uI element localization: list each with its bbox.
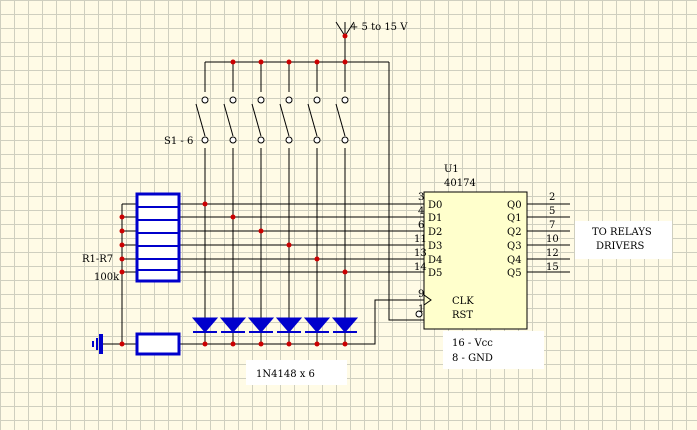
output-name: Q1 — [507, 213, 522, 224]
output-name: Q2 — [507, 227, 522, 238]
switch-column-wires — [204, 148, 346, 344]
input-pin: 14 — [414, 262, 427, 273]
power-note-gnd: 8 - GND — [452, 353, 493, 364]
input-pin: 13 — [414, 248, 427, 259]
ground-icon — [92, 334, 103, 354]
output-pin: 2 — [549, 192, 555, 203]
junction-nodes — [119, 33, 348, 347]
clock-input-icon — [423, 294, 432, 306]
diode-label: 1N4148 x 6 — [256, 369, 315, 380]
output-pin: 7 — [549, 220, 555, 231]
resistor-value: 100k — [94, 272, 120, 283]
ic-part-number: 40174 — [444, 178, 476, 189]
input-name: D1 — [428, 213, 442, 224]
ic-body — [423, 191, 528, 330]
reset-inversion-icon — [415, 310, 423, 318]
output-pin: 10 — [546, 234, 559, 245]
switch-label: S1 - 6 — [164, 136, 193, 147]
diode-label-box — [246, 360, 347, 385]
ic-output-labels: Q0 Q1 Q2 Q3 Q4 Q5 2 5 7 10 12 15 — [507, 192, 559, 279]
rst-pin: 1 — [418, 304, 424, 315]
switch-feed-wires — [204, 62, 346, 92]
bottom-resistor — [135, 332, 181, 356]
clk-pin: 9 — [418, 289, 424, 300]
output-name: Q5 — [507, 268, 522, 279]
diode-array — [191, 317, 359, 333]
resistor-label: R1-R7 — [82, 254, 113, 265]
resistor-array — [135, 192, 181, 283]
input-pin: 4 — [418, 206, 424, 217]
supply-rail — [205, 22, 410, 321]
output-name: Q3 — [507, 241, 522, 252]
power-note-vcc: 16 - Vcc — [452, 338, 493, 349]
relay-label-box — [575, 221, 672, 259]
input-name: D0 — [428, 200, 442, 211]
output-name: Q4 — [507, 255, 522, 266]
input-pin: 11 — [414, 234, 427, 245]
input-pin: 3 — [418, 192, 424, 203]
ic-input-labels: D0 D1 D2 D3 D4 D5 3 4 6 11 13 14 — [414, 192, 442, 279]
relay-label: TO RELAYS — [592, 227, 652, 238]
dip-switches — [195, 96, 349, 144]
output-pin: 5 — [549, 206, 555, 217]
clk-label: CLK — [452, 296, 474, 307]
ic-reference: U1 — [444, 164, 459, 175]
relay-label-2: DRIVERS — [596, 241, 645, 252]
supply-label: + 5 to 15 V — [350, 22, 408, 33]
input-name: D5 — [428, 268, 442, 279]
data-bus-lines — [179, 203, 424, 273]
input-name: D3 — [428, 241, 442, 252]
clock-bus-wire — [100, 299, 424, 345]
input-pin: 6 — [418, 220, 424, 231]
rst-label: RST — [452, 310, 473, 321]
output-pin: 15 — [546, 262, 559, 273]
resistor-left-wires — [121, 203, 137, 344]
output-pin: 12 — [546, 248, 559, 259]
power-note-box — [443, 331, 544, 369]
input-name: D2 — [428, 227, 442, 238]
input-name: D4 — [428, 255, 442, 266]
output-name: Q0 — [507, 200, 522, 211]
output-wires — [527, 203, 570, 273]
